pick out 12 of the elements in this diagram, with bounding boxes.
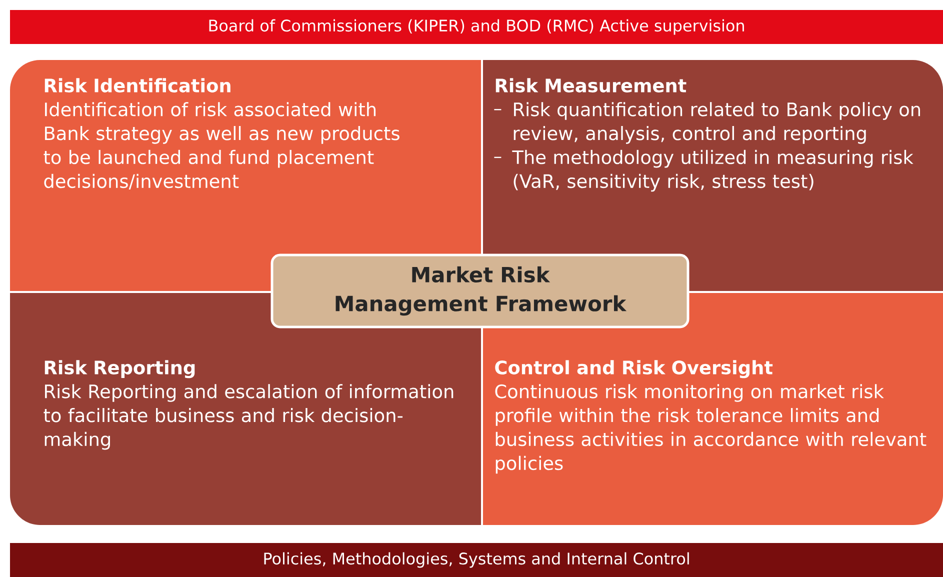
banner-bar: Policies, Methodologies, Systems and Internal Control: [10, 542, 943, 577]
body-text: Continuous risk monitoring on market risk profile within the risk tolerance limits and business activities in accordance with relevant policies: [495, 384, 926, 474]
body-text: Risk Reporting and escalation of information to facilitate business and risk decision-making: [44, 384, 454, 450]
bullet-text: The methodology utilized in measuring risk (VaR, sensitivity risk, stress test): [512, 150, 914, 192]
bullet-text: Risk quantification related to Bank policy on review, analysis, control and reporting: [514, 102, 920, 144]
quadrant-heading: Risk Reporting: [44, 360, 195, 378]
quadrant-heading: Risk Identification: [44, 78, 230, 92]
title-box: Market Risk Management Framework: [270, 254, 690, 328]
quadrant-heading: Control and Risk Oversight: [495, 360, 773, 378]
quadrant-heading: Risk Measurement: [496, 78, 686, 92]
banner-bar: Board of Commissioners (KIPER) and BOD (RMC) Active supervision: [10, 10, 943, 44]
body-text: Identification of risk associated with Bank strategy as well as new products to be launched and fund placement decisions/investment: [44, 102, 400, 190]
